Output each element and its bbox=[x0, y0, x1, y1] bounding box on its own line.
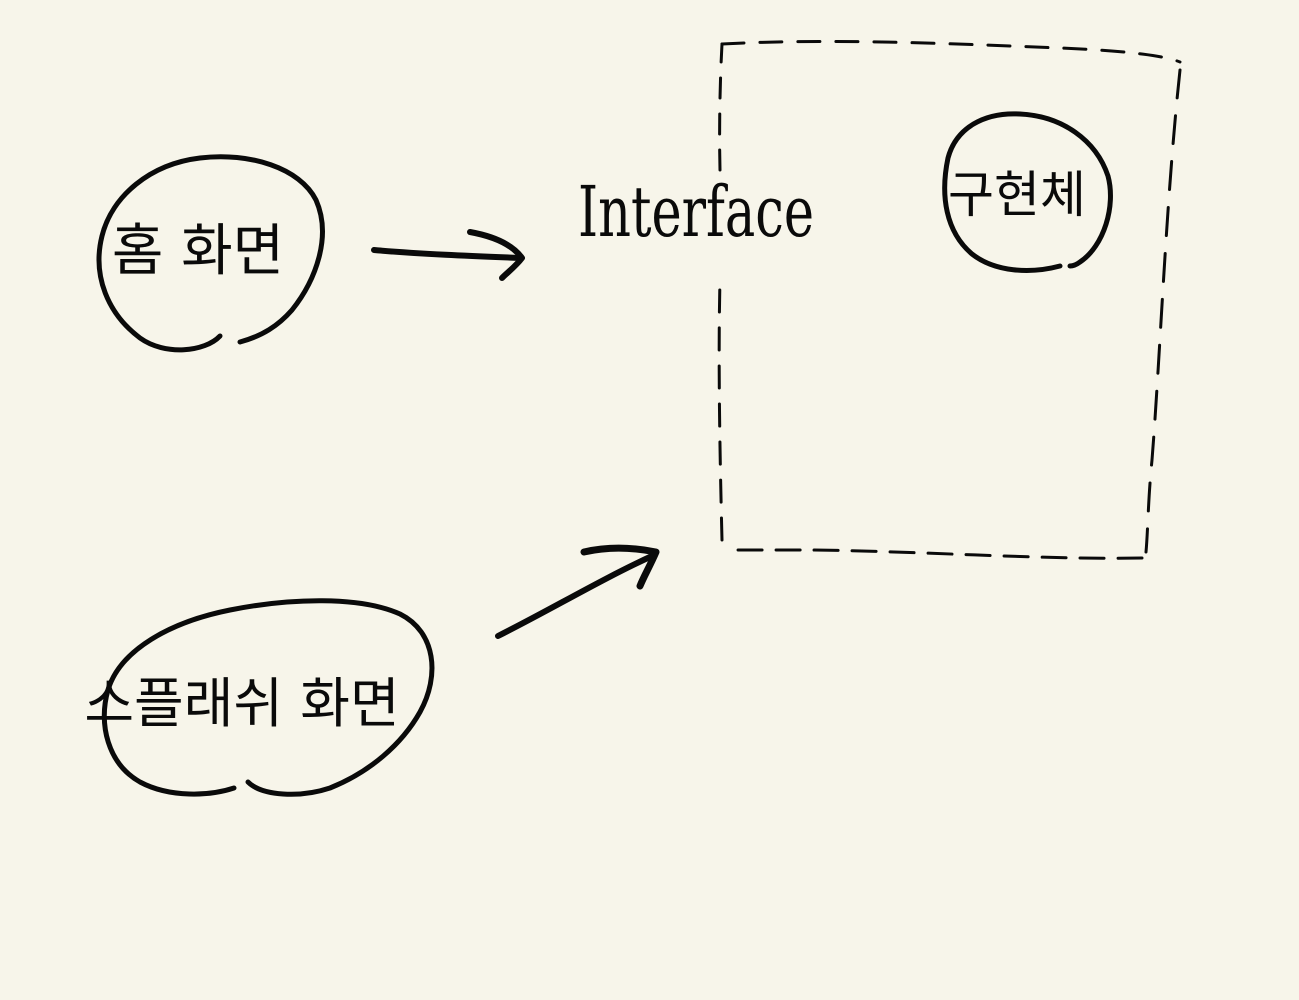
interface-label: Interface bbox=[578, 171, 814, 253]
home-screen-label: 홈 화면 bbox=[112, 219, 284, 284]
splash-screen-label: 스플래쉬 화면 bbox=[84, 672, 399, 735]
splash-screen-node: 스플래쉬 화면 bbox=[84, 598, 435, 797]
home-screen-outline bbox=[96, 154, 325, 353]
dashed-box-left-lower bbox=[717, 278, 724, 542]
arrow-splash-shaft bbox=[495, 553, 655, 639]
dashed-box-top bbox=[720, 39, 1182, 64]
dashed-box-right bbox=[1144, 68, 1182, 554]
arrow-splash-to-interface bbox=[495, 544, 660, 639]
interface-node: Interface bbox=[578, 171, 814, 253]
dashed-box-left-upper bbox=[718, 42, 724, 172]
dashed-box-bottom bbox=[728, 548, 1144, 560]
implementation-node: 구현체 bbox=[942, 111, 1113, 273]
arrow-home-to-interface bbox=[371, 229, 525, 281]
implementation-outline bbox=[942, 111, 1113, 273]
arrow-home-shaft bbox=[371, 247, 523, 261]
arrow-home-head bbox=[467, 229, 525, 281]
splash-screen-outline bbox=[101, 598, 435, 797]
arrow-splash-head bbox=[580, 544, 660, 590]
home-screen-node: 홈 화면 bbox=[96, 154, 325, 353]
implementation-label: 구현체 bbox=[948, 166, 1086, 224]
implementation-boundary bbox=[717, 39, 1182, 560]
